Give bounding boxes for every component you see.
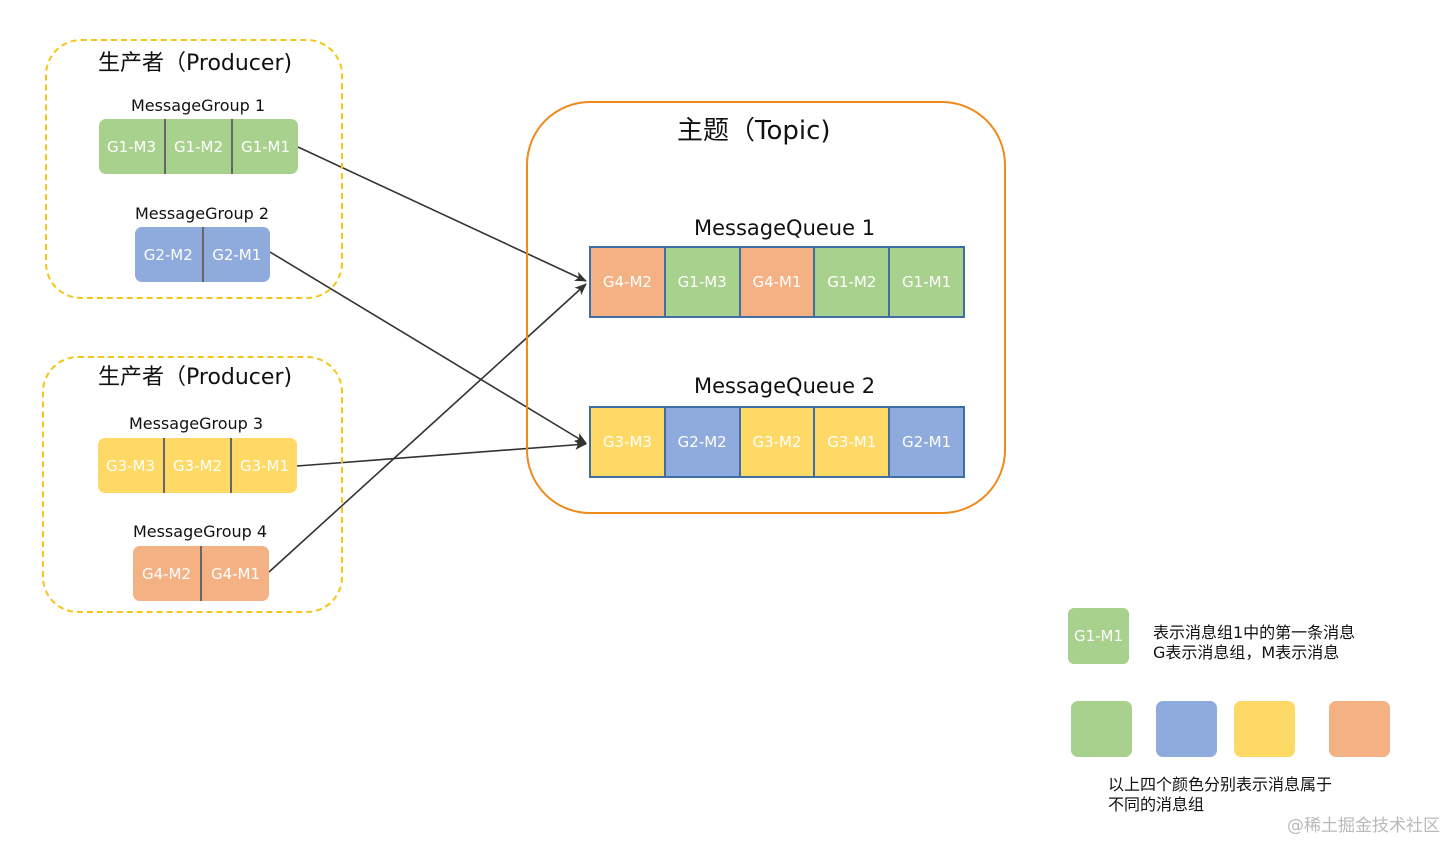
producer-title-2: 生产者（Producer)	[98, 365, 293, 390]
queue-cell: G2-M2	[663, 408, 739, 476]
group-label-4: MessageGroup 4	[132, 522, 268, 541]
producer-title-1: 生产者（Producer)	[98, 51, 293, 76]
message-cell: G4-M2	[141, 564, 192, 583]
legend-swatch-yellow	[1234, 701, 1295, 757]
message-group-1: G1-M3 G1-M2 G1-M1	[99, 119, 298, 174]
message-cell: G1-M2	[164, 119, 231, 174]
queue-cell: G4-M2	[591, 248, 664, 316]
producer-box-1	[45, 39, 343, 299]
message-queue-2: G3-M3 G2-M2 G3-M2 G3-M1 G2-M1	[589, 406, 965, 478]
message-cell: G3-M2	[163, 438, 230, 493]
topic-box	[526, 101, 1006, 514]
queue-label-2: MessageQueue 2	[694, 374, 876, 398]
queue-cell: G2-M1	[888, 408, 963, 476]
message-cell: G2-M2	[143, 245, 193, 264]
legend-sample-desc-1: 表示消息组1中的第一条消息	[1153, 623, 1356, 642]
message-cell: G2-M1	[201, 227, 271, 282]
queue-cell: G1-M1	[888, 248, 963, 316]
arrow-group1-to-queue1	[297, 146, 587, 282]
queue-cell: G3-M2	[738, 408, 814, 476]
legend-swatch-orange	[1329, 701, 1390, 757]
group-label-2: MessageGroup 2	[134, 204, 270, 223]
queue-cell: G1-M2	[813, 248, 889, 316]
message-group-3: G3-M3 G3-M2 G3-M1	[98, 438, 297, 493]
queue-cell: G3-M1	[813, 408, 889, 476]
message-queue-1: G4-M2 G1-M3 G4-M1 G1-M2 G1-M1	[589, 246, 965, 318]
arrow-group3-to-queue2	[296, 439, 587, 467]
legend-sample-desc-2: G表示消息组，M表示消息	[1153, 643, 1340, 662]
arrow-group4-to-queue1	[268, 283, 587, 573]
message-cell: G3-M3	[105, 456, 156, 475]
producer-box-2	[42, 356, 343, 613]
watermark: @稀土掘金技术社区	[1287, 816, 1440, 836]
message-cell: G1-M3	[106, 137, 157, 156]
queue-label-1: MessageQueue 1	[694, 216, 876, 240]
legend-colors-desc-2: 不同的消息组	[1108, 795, 1205, 814]
message-group-2: G2-M2 G2-M1	[135, 227, 270, 282]
message-cell: G4-M1	[200, 546, 269, 601]
queue-cell: G3-M3	[591, 408, 664, 476]
group-label-1: MessageGroup 1	[130, 96, 266, 115]
queue-cell: G1-M3	[663, 248, 739, 316]
message-group-4: G4-M2 G4-M1	[133, 546, 269, 601]
message-cell: G3-M1	[230, 438, 297, 493]
legend-colors-desc-1: 以上四个颜色分别表示消息属于	[1108, 775, 1333, 794]
legend-swatch-blue	[1156, 701, 1217, 757]
queue-cell: G4-M1	[738, 248, 814, 316]
topic-title: 主题（Topic)	[677, 116, 831, 146]
legend-sample: G1-M1	[1068, 608, 1129, 664]
group-label-3: MessageGroup 3	[128, 414, 264, 433]
legend-swatch-green	[1071, 701, 1132, 757]
message-cell: G1-M1	[231, 119, 298, 174]
